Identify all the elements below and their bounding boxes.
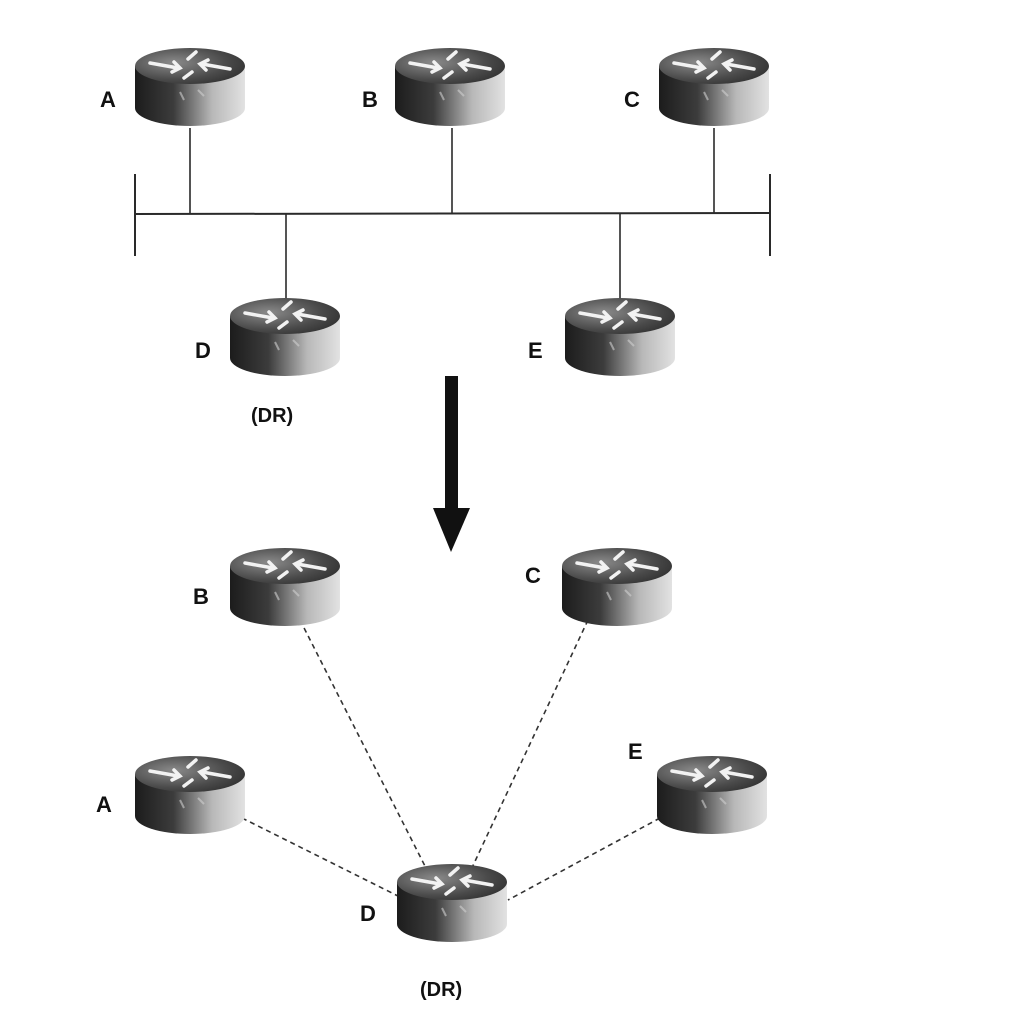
label-a-bottom: A <box>96 792 112 817</box>
router-icon <box>133 754 247 836</box>
router-icon <box>133 46 247 128</box>
label-e-bottom: E <box>628 739 643 764</box>
router-icon <box>657 46 771 128</box>
label-b-bottom: B <box>193 584 209 609</box>
router-icon <box>228 546 342 628</box>
adjacency-e-d <box>507 817 661 901</box>
router-icon <box>560 546 674 628</box>
adjacency-b-d <box>299 619 429 873</box>
adjacency-c-d <box>469 619 589 873</box>
label-c-top: C <box>624 87 640 112</box>
router-icon <box>655 754 769 836</box>
router-icon <box>563 296 677 378</box>
label-b-top: B <box>362 87 378 112</box>
router-icon <box>228 296 342 378</box>
router-icon <box>393 46 507 128</box>
label-d-bottom: D <box>360 901 376 926</box>
label-e-top: E <box>528 338 543 363</box>
label-dr-bottom: (DR) <box>420 979 462 1001</box>
label-a-top: A <box>100 87 116 112</box>
label-c-bottom: C <box>525 563 541 588</box>
down-arrow-icon <box>433 376 470 552</box>
label-d-top: D <box>195 338 211 363</box>
adjacency-a-d <box>241 817 399 897</box>
label-dr-top: (DR) <box>251 405 293 427</box>
router-icon <box>395 862 509 944</box>
